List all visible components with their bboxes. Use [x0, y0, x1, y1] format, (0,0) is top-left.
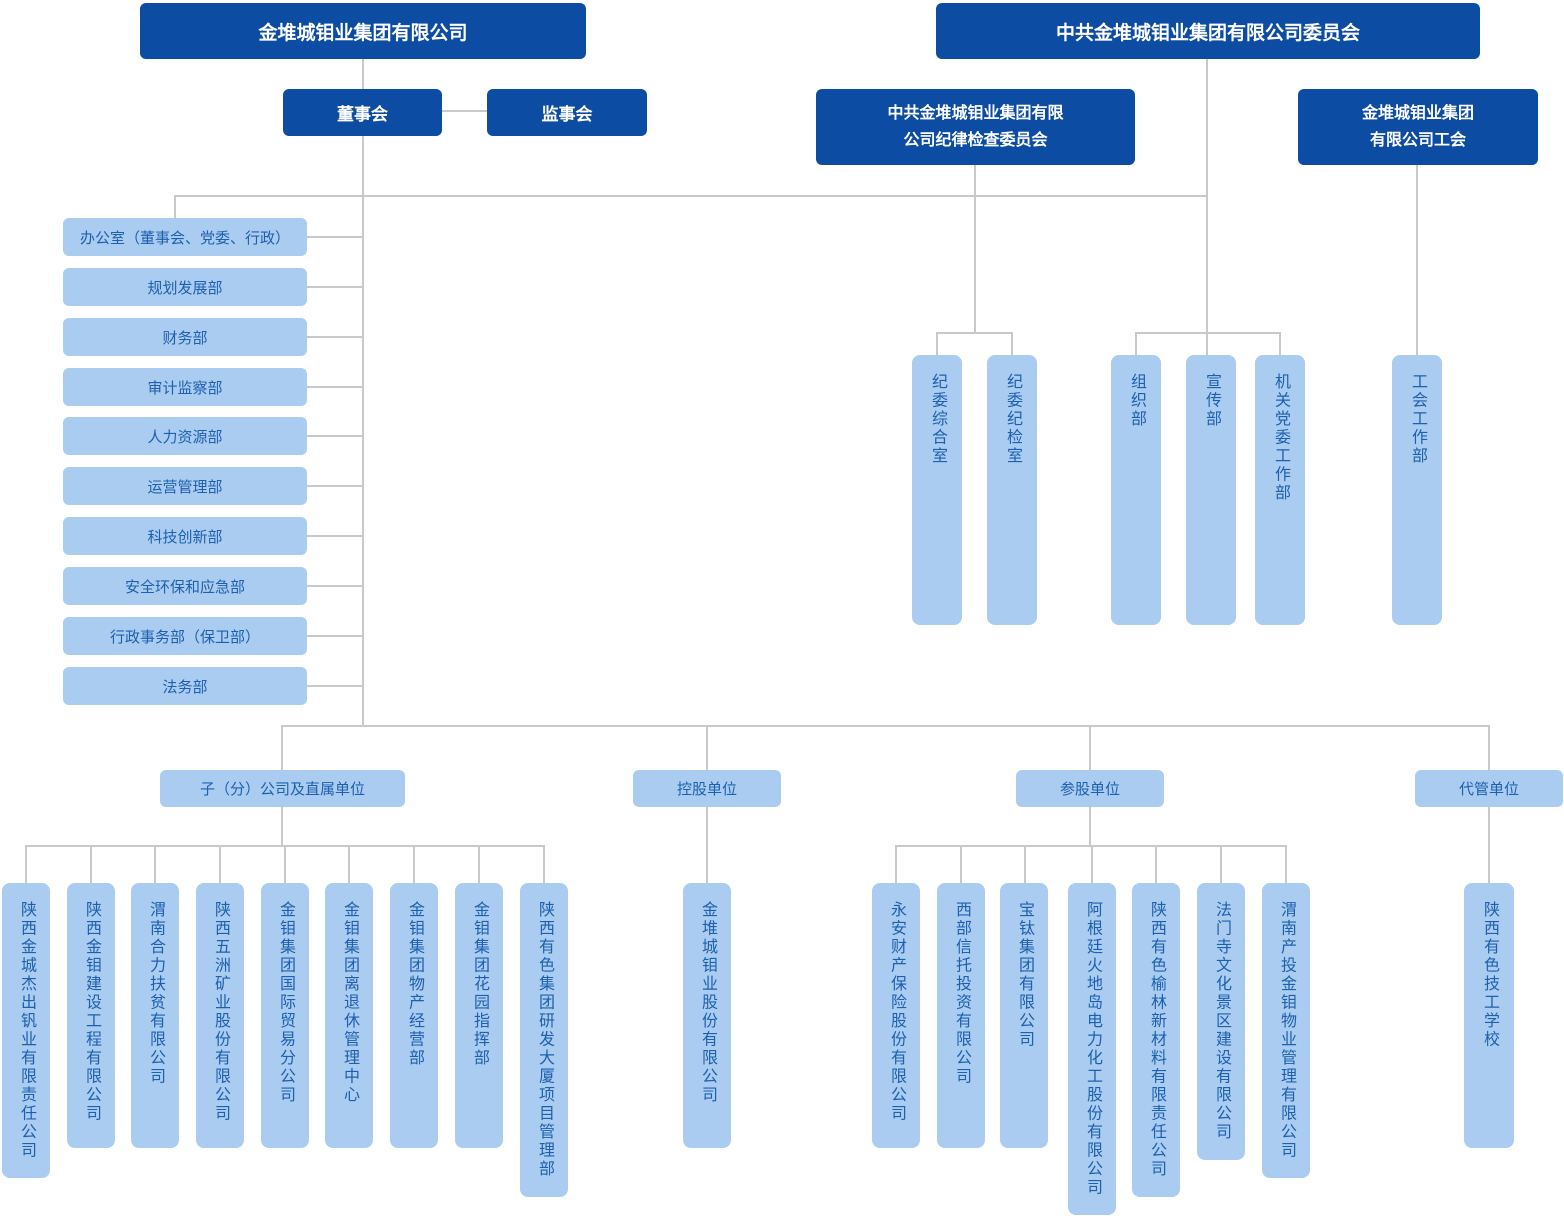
equity-company-box: 陕西有色榆林新材料有限责任公司 [1132, 883, 1180, 1197]
subsidiary-company-box: 陕西五洲矿业股份有限公司 [196, 883, 244, 1148]
equity-company-box: 宝钛集团有限公司 [1000, 883, 1048, 1148]
connector-line [1011, 332, 1013, 355]
subsidiary-company-box: 金钼集团国际贸易分公司 [261, 883, 309, 1148]
connector-line [219, 845, 221, 883]
subsidiary-company-box: 金钼集团物产经营部 [390, 883, 438, 1148]
connector-line [174, 195, 176, 218]
subsidiary-company-box: 陕西金钼建设工程有限公司 [67, 883, 115, 1148]
subsidiary-company-box: 渭南合力扶贫有限公司 [131, 883, 179, 1148]
equity-company-box: 法门寺文化景区建设有限公司 [1197, 883, 1245, 1160]
subsidiary-company-box: 金钼集团花园指挥部 [455, 883, 503, 1148]
connector-line [25, 845, 27, 883]
connector-line [307, 236, 364, 238]
connector-line [895, 845, 897, 883]
connector-line [174, 195, 1208, 197]
party-dept-box: 宣传部 [1186, 355, 1236, 625]
party-dept-box: 机关党委工作部 [1255, 355, 1305, 625]
connector-line [1135, 332, 1281, 334]
connector-line [1135, 332, 1137, 355]
connector-line [543, 845, 545, 883]
subsidiary-company-box: 陕西金城杰出钒业有限责任公司 [2, 883, 50, 1178]
equity-company-box: 阿根廷火地岛电力化工股份有限公司 [1068, 883, 1116, 1215]
category-managed: 代管单位 [1415, 770, 1563, 807]
connector-line [478, 845, 480, 883]
equity-company-box: 西部信托投资有限公司 [937, 883, 985, 1148]
connector-line [362, 59, 364, 89]
connector-line [348, 845, 350, 883]
department-box: 审计监察部 [63, 368, 307, 406]
connector-line [1091, 845, 1093, 883]
connector-line [1285, 845, 1287, 883]
department-box: 规划发展部 [63, 268, 307, 306]
connector-line [960, 845, 962, 883]
connector-line [281, 725, 283, 770]
connector-line [1279, 332, 1281, 355]
connector-line [307, 435, 364, 437]
node-root-company: 金堆城钼业集团有限公司 [140, 3, 586, 59]
department-box: 人力资源部 [63, 417, 307, 455]
connector-line [706, 725, 708, 770]
node-party-committee: 中共金堆城钼业集团有限公司委员会 [936, 3, 1480, 59]
managed-unit-box: 陕西有色技工学校 [1464, 883, 1514, 1148]
connector-line [307, 585, 364, 587]
subsidiary-company-box: 金钼集团离退休管理中心 [325, 883, 373, 1148]
department-box: 行政事务部（保卫部） [63, 617, 307, 655]
discipline-committee-line1: 中共金堆城钼业集团有限 [887, 105, 1064, 122]
connector-line [1089, 807, 1091, 845]
connector-line [362, 136, 364, 725]
category-subsidiaries: 子（分）公司及直属单位 [160, 770, 405, 807]
holding-company-box: 金堆城钼业股份有限公司 [683, 883, 731, 1148]
party-dept-box: 纪委综合室 [912, 355, 962, 625]
connector-line [1024, 845, 1026, 883]
union-dept-box: 工会工作部 [1392, 355, 1442, 625]
connector-line [281, 725, 1490, 727]
connector-line [1206, 59, 1208, 355]
connector-line [1155, 845, 1157, 883]
connector-line [936, 332, 938, 355]
equity-company-box: 渭南产投金钼物业管理有限公司 [1262, 883, 1310, 1178]
node-labor-union: 金堆城钼业集团 有限公司工会 [1298, 89, 1538, 165]
connector-line [413, 845, 415, 883]
department-box: 安全环保和应急部 [63, 567, 307, 605]
connector-line [1488, 807, 1490, 883]
connector-line [706, 807, 708, 883]
connector-line [1220, 845, 1222, 883]
connector-line [284, 845, 286, 883]
department-box: 法务部 [63, 667, 307, 705]
connector-line [307, 535, 364, 537]
labor-union-line2: 有限公司工会 [1369, 132, 1466, 149]
connector-line [895, 845, 1287, 847]
node-supervisory-board: 监事会 [487, 89, 647, 136]
connector-line [1488, 725, 1490, 770]
labor-union-line1: 金堆城钼业集团 [1361, 105, 1474, 122]
department-box-office: 办公室（董事会、党委、行政） [63, 218, 307, 256]
department-box: 运营管理部 [63, 467, 307, 505]
discipline-committee-line2: 公司纪律检查委员会 [903, 132, 1048, 149]
party-dept-box: 组织部 [1111, 355, 1161, 625]
node-discipline-committee: 中共金堆城钼业集团有限 公司纪律检查委员会 [816, 89, 1135, 165]
connector-line [1089, 725, 1091, 770]
connector-line [307, 485, 364, 487]
connector-line [307, 386, 364, 388]
category-equity: 参股单位 [1016, 770, 1164, 807]
party-dept-box: 纪委纪检室 [987, 355, 1037, 625]
connector-line [281, 807, 283, 845]
connector-line [1416, 165, 1418, 355]
equity-company-box: 永安财产保险股份有限公司 [872, 883, 920, 1148]
subsidiary-company-box: 陕西有色集团研发大厦项目管理部 [520, 883, 568, 1197]
node-board: 董事会 [283, 89, 442, 136]
department-box: 科技创新部 [63, 517, 307, 555]
connector-line [936, 332, 1013, 334]
category-holding: 控股单位 [633, 770, 781, 807]
department-box: 财务部 [63, 318, 307, 356]
connector-line [307, 635, 364, 637]
connector-line [90, 845, 92, 883]
connector-line [307, 286, 364, 288]
connector-line [154, 845, 156, 883]
connector-line [974, 165, 976, 332]
connector-line [307, 336, 364, 338]
connector-line [25, 845, 545, 847]
connector-line [307, 685, 364, 687]
connector-line [442, 110, 487, 112]
